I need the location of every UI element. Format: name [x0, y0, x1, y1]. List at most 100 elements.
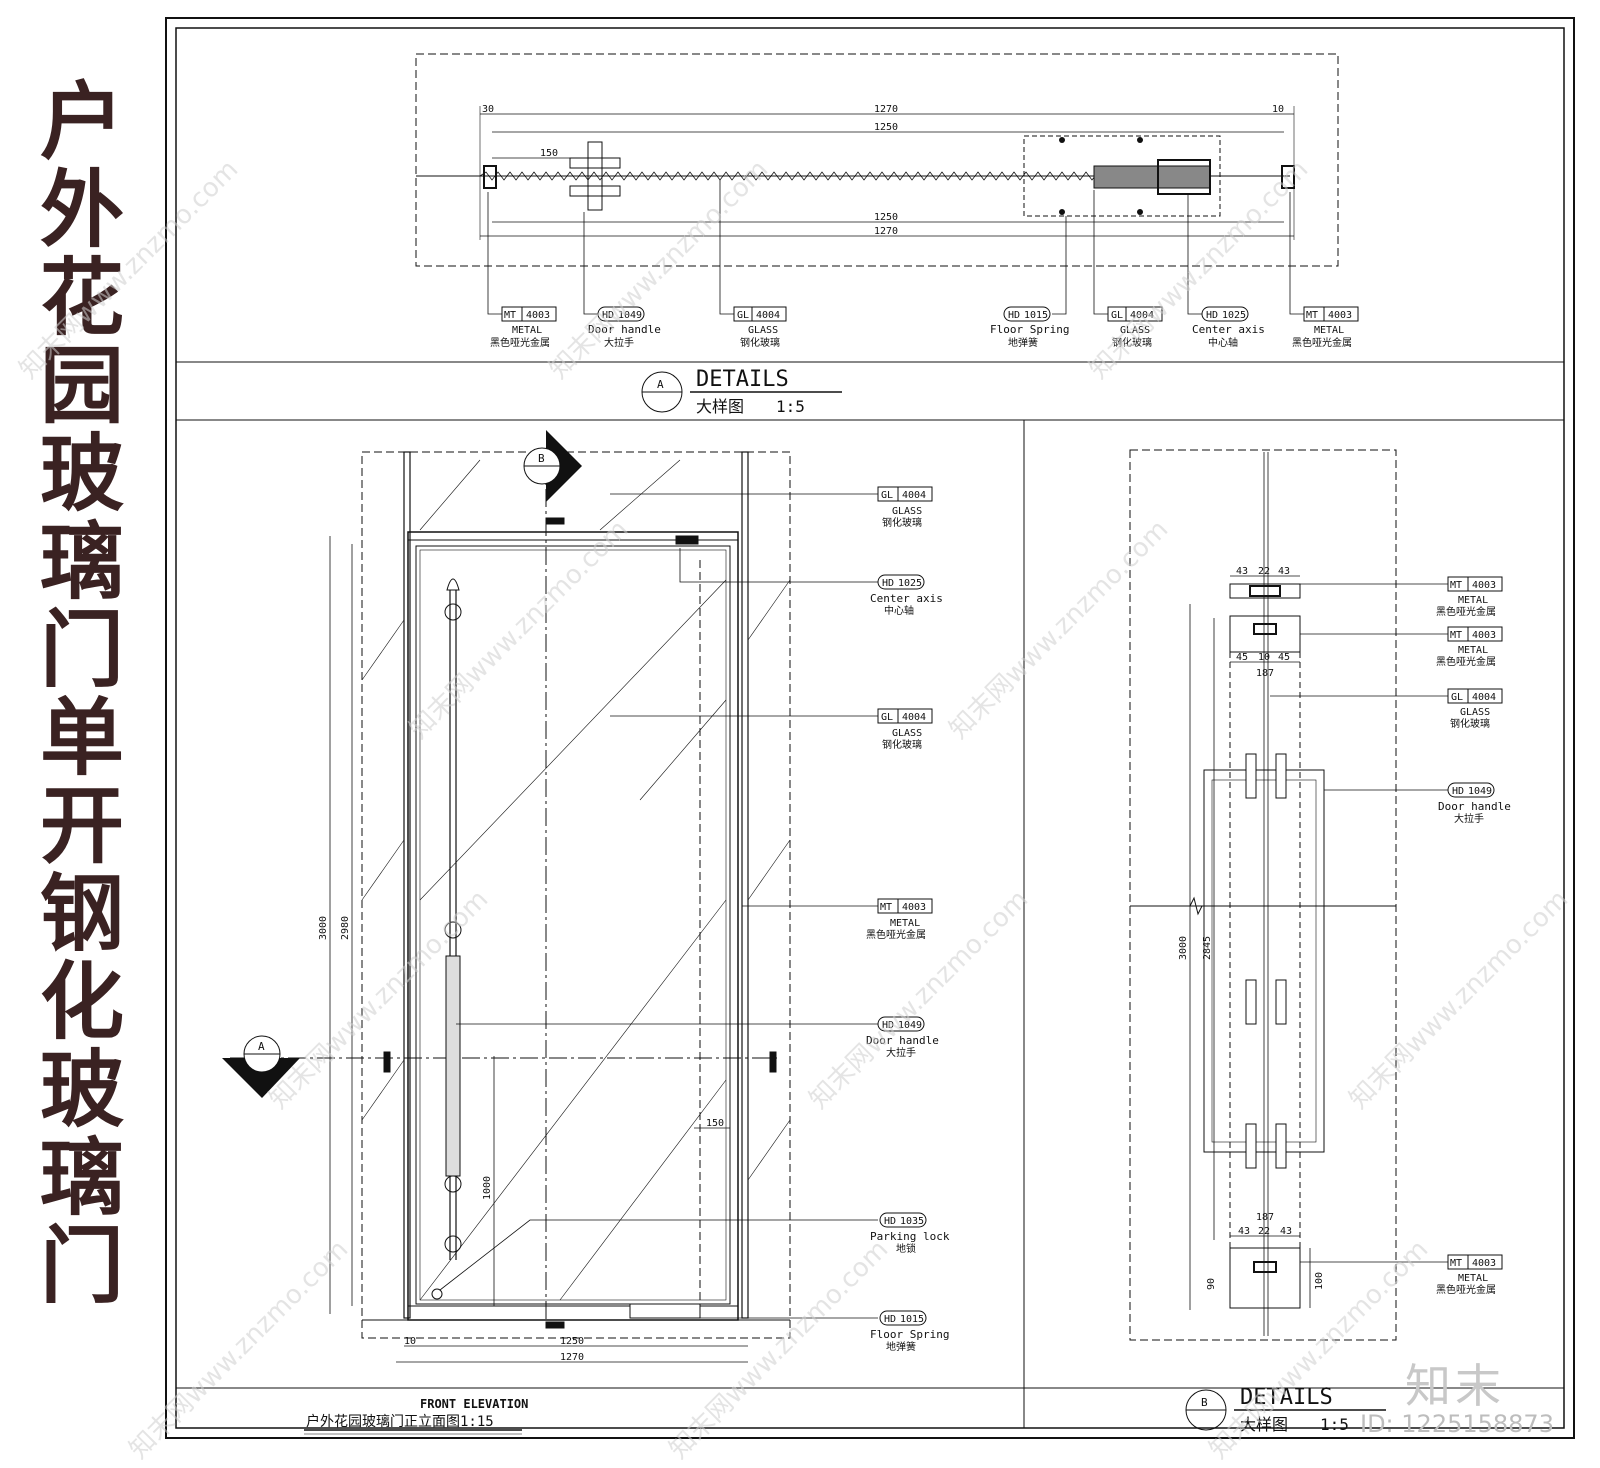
plan-dim-1270b: 1270 [874, 226, 898, 237]
svg-text:GLASS: GLASS [892, 728, 922, 739]
svg-text:1035: 1035 [900, 1216, 924, 1227]
svg-text:MT: MT [504, 310, 516, 321]
svg-text:钢化玻璃: 钢化玻璃 [740, 336, 780, 349]
svg-text:钢化玻璃: 钢化玻璃 [1450, 717, 1490, 730]
detail-a-plan [415, 53, 1339, 267]
plan-dim-1250: 1250 [874, 122, 898, 133]
svg-text:Parking lock: Parking lock [870, 1230, 950, 1243]
watermark-5: 知末网www.znzmo.com [944, 514, 1175, 745]
watermark-4: 知末网www.znzmo.com [404, 514, 635, 745]
svg-text:4003: 4003 [526, 310, 550, 321]
svg-text:黑色哑光金属: 黑色哑光金属 [1436, 655, 1496, 668]
svg-text:1015: 1015 [900, 1314, 924, 1325]
front-elevation-title: FRONT ELEVATION 户外花园玻璃门正立面图1:15 [304, 1397, 528, 1435]
section-marker-a: A [222, 1035, 300, 1098]
svg-text:B: B [1201, 1396, 1208, 1409]
svg-text:地弹簧: 地弹簧 [1008, 336, 1038, 349]
svg-text:HD: HD [1452, 786, 1464, 797]
svg-text:Door handle: Door handle [1438, 800, 1511, 813]
svg-text:METAL: METAL [1458, 595, 1488, 606]
detail-b-dim-187: 187 [1256, 668, 1274, 679]
svg-text:METAL: METAL [1314, 325, 1344, 336]
detail-b-dim-22b: 22 [1258, 1226, 1270, 1237]
id-label: ID: 1225158873 [1360, 1410, 1554, 1438]
detail-b-dim-43a: 43 [1236, 566, 1248, 577]
svg-text:钢化玻璃: 钢化玻璃 [1112, 336, 1152, 349]
svg-text:大拉手: 大拉手 [1454, 812, 1484, 825]
svg-text:1049: 1049 [1468, 786, 1492, 797]
svg-text:FRONT ELEVATION: FRONT ELEVATION [420, 1397, 528, 1411]
svg-text:黑色哑光金属: 黑色哑光金属 [1436, 1283, 1496, 1296]
svg-text:HD: HD [1008, 310, 1020, 321]
detail-b-section [1129, 449, 1397, 1341]
detail-b-dim-43c: 43 [1238, 1226, 1250, 1237]
svg-text:HD: HD [884, 1314, 896, 1325]
svg-text:1049: 1049 [898, 1020, 922, 1031]
watermark-1: 知末网www.znzmo.com [14, 154, 245, 385]
svg-text:Door handle: Door handle [588, 323, 661, 336]
detail-b-dim-10: 10 [1258, 652, 1270, 663]
front-elevation [230, 451, 791, 1363]
svg-text:4004: 4004 [902, 712, 926, 723]
svg-text:4003: 4003 [1472, 630, 1496, 641]
svg-text:HD: HD [882, 1020, 894, 1031]
svg-text:钢化玻璃: 钢化玻璃 [882, 738, 922, 751]
svg-text:地弹簧: 地弹簧 [886, 1340, 916, 1353]
svg-text:中心轴: 中心轴 [1208, 336, 1238, 349]
elev-dim-1270: 1270 [560, 1352, 584, 1363]
detail-b-dim-90: 90 [1206, 1278, 1217, 1290]
svg-text:Floor Spring: Floor Spring [870, 1328, 949, 1341]
svg-text:A: A [258, 1040, 265, 1053]
svg-text:地锁: 地锁 [896, 1242, 916, 1255]
elev-dim-1000: 1000 [482, 1176, 493, 1200]
svg-text:4004: 4004 [1130, 310, 1154, 321]
svg-text:B: B [538, 452, 545, 465]
svg-text:GLASS: GLASS [1120, 325, 1150, 336]
svg-text:METAL: METAL [1458, 645, 1488, 656]
svg-text:1049: 1049 [618, 310, 642, 321]
svg-text:黑色哑光金属: 黑色哑光金属 [866, 928, 926, 941]
svg-text:HD: HD [602, 310, 614, 321]
detail-b-dim-3000: 3000 [1178, 936, 1189, 960]
detail-b-dim-45b: 45 [1278, 652, 1290, 663]
svg-text:MT: MT [880, 902, 892, 913]
svg-text:黑色哑光金属: 黑色哑光金属 [1436, 605, 1496, 618]
svg-text:GLASS: GLASS [1460, 707, 1490, 718]
svg-text:Center axis: Center axis [1192, 323, 1265, 336]
detail-b-dim-45a: 45 [1236, 652, 1248, 663]
svg-text:钢化玻璃: 钢化玻璃 [882, 516, 922, 529]
svg-text:MT: MT [1450, 580, 1462, 591]
svg-text:大样图: 大样图 [696, 397, 744, 416]
side-title: 户外花园玻璃门 单开钢化玻璃门 [39, 73, 124, 1315]
svg-text:A: A [657, 378, 664, 391]
svg-text:METAL: METAL [1458, 1273, 1488, 1284]
svg-text:DETAILS: DETAILS [1240, 1385, 1333, 1410]
outer-frame [165, 17, 1575, 1439]
svg-text:大拉手: 大拉手 [604, 336, 634, 349]
svg-text:GL: GL [1451, 692, 1463, 703]
detail-b-dim-43d: 43 [1280, 1226, 1292, 1237]
elev-dim-10: 10 [404, 1336, 416, 1347]
svg-text:Door handle: Door handle [866, 1034, 939, 1047]
detail-b-dim-22a: 22 [1258, 566, 1270, 577]
plan-dim-30: 30 [482, 104, 494, 115]
svg-text:户外花园玻璃门正立面图1:15: 户外花园玻璃门正立面图1:15 [306, 1413, 494, 1430]
details-a-title: A DETAILS 大样图 1:5 [641, 367, 842, 416]
